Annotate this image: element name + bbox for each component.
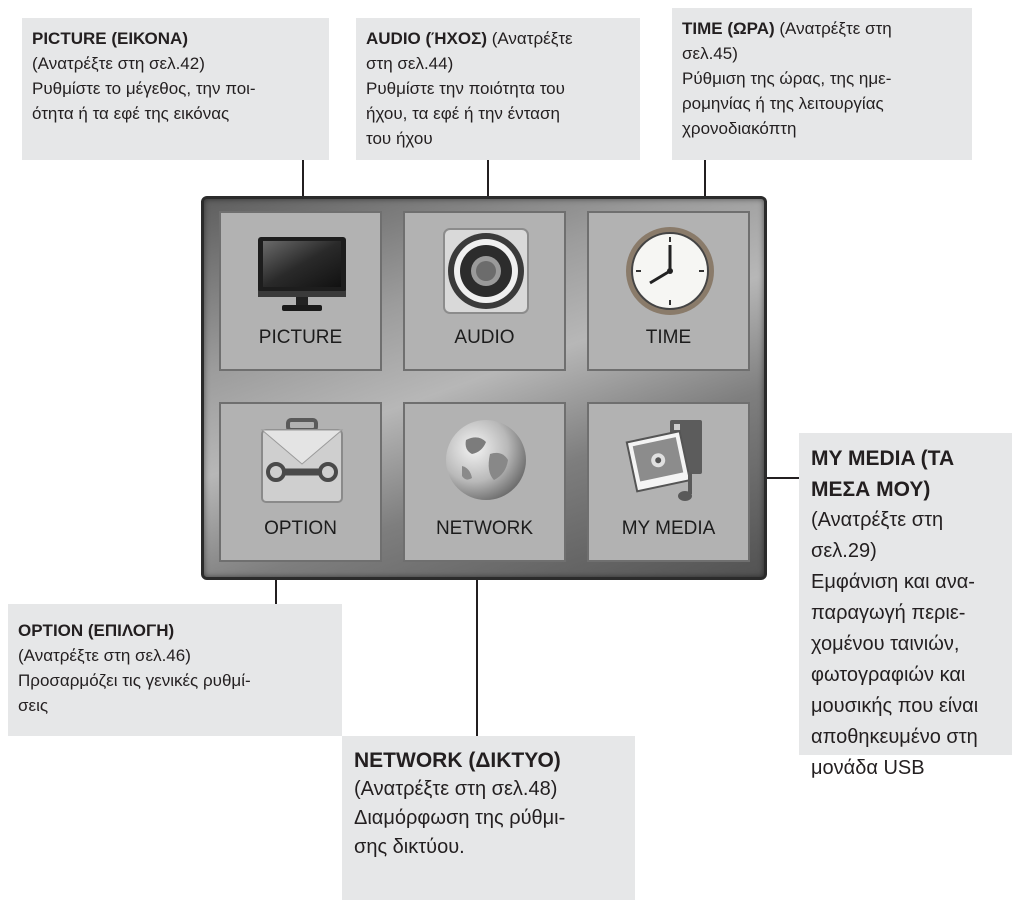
toolbox-icon <box>260 418 344 503</box>
menu-tile-option-label: OPTION <box>264 518 337 539</box>
time-connector <box>704 160 706 210</box>
menu-tile-network-label: NETWORK <box>435 518 534 539</box>
media-icon <box>625 420 702 501</box>
network-callout-title: NETWORK (ΔΙΚΤΥΟ) <box>354 749 561 772</box>
audio-callout-ref-2: στη σελ.44) <box>366 54 454 73</box>
network-connector <box>476 564 478 738</box>
menu-tile-audio[interactable]: AUDIO <box>403 211 566 371</box>
picture-callout-title: PICTURE (ΕΙΚΟΝΑ) <box>32 29 188 48</box>
time-callout-desc-3: χρονοδιακόπτη <box>682 119 797 138</box>
audio-callout-desc-2: ήχου, τα εφέ ή την ένταση <box>366 104 560 123</box>
audio-callout-desc-3: του ήχου <box>366 129 433 148</box>
mymedia-callout-desc-6: αποθηκευμένο στη <box>811 726 978 748</box>
mymedia-callout-ref-2: σελ.29) <box>811 540 877 562</box>
option-callout: OPTION (ΕΠΙΛΟΓΗ) (Ανατρέξτε στη σελ.46) … <box>8 604 342 736</box>
mymedia-callout-title-1: MY MEDIA (ΤΑ <box>811 447 955 470</box>
time-callout-ref: (Ανατρέξτε στη <box>779 19 892 38</box>
picture-callout-ref: (Ανατρέξτε στη σελ.42) <box>32 54 205 73</box>
speaker-icon <box>443 228 529 314</box>
menu-tile-audio-label: AUDIO <box>454 327 515 348</box>
mymedia-callout-desc-2: παραγωγή περιε- <box>811 602 966 624</box>
menu-tile-time-label: TIME <box>645 327 692 348</box>
mymedia-callout: MY MEDIA (ΤΑ ΜΕΣΑ ΜΟΥ) (Ανατρέξτε στη σε… <box>799 433 1012 779</box>
option-callout-desc-2: σεις <box>18 696 49 715</box>
globe-icon <box>446 420 526 500</box>
clock-icon <box>626 227 714 315</box>
picture-connector <box>302 160 304 210</box>
audio-connector <box>487 160 489 210</box>
menu-tile-option[interactable]: OPTION <box>219 402 382 562</box>
audio-callout: AUDIO (ΉΧΟΣ) (Ανατρέξτε στη σελ.44) Ρυθμ… <box>356 18 640 160</box>
picture-callout-desc-1: Ρυθμίστε το μέγεθος, την ποι- <box>32 79 256 98</box>
menu-tile-picture-label: PICTURE <box>258 327 343 348</box>
mymedia-callout-desc-5: μουσικής που είναι <box>811 695 979 717</box>
tv-icon <box>258 237 346 311</box>
mymedia-callout-ref-1: (Ανατρέξτε στη <box>811 509 944 531</box>
time-callout-desc-2: ρομηνίας ή της λειτουργίας <box>682 94 884 113</box>
mymedia-callout-desc-7: μονάδα USB <box>811 757 925 779</box>
network-callout: NETWORK (ΔΙΚΤΥΟ) (Ανατρέξτε στη σελ.48) … <box>342 736 635 900</box>
menu-tile-my-media[interactable]: MY MEDIA <box>587 402 750 562</box>
picture-callout: PICTURE (ΕΙΚΟΝΑ) (Ανατρέξτε στη σελ.42) … <box>22 18 329 160</box>
audio-callout-desc-1: Ρυθμίστε την ποιότητα του <box>366 79 565 98</box>
time-callout: TIME (ΩΡΑ) (Ανατρέξτε στη σελ.45) Ρύθμισ… <box>672 8 972 160</box>
option-callout-desc-1: Προσαρμόζει τις γενικές ρυθμί- <box>18 671 251 690</box>
time-callout-ref-2: σελ.45) <box>682 44 738 63</box>
time-callout-title: TIME (ΩΡΑ) <box>682 19 775 38</box>
network-callout-ref: (Ανατρέξτε στη σελ.48) <box>354 778 558 800</box>
time-callout-desc-1: Ρύθμιση της ώρας, της ημε- <box>682 69 892 88</box>
network-callout-desc-1: Διαμόρφωση της ρύθμι- <box>354 807 566 829</box>
menu-tile-network[interactable]: NETWORK <box>403 402 566 562</box>
main-menu-panel: PICTURE AUDIO TIME <box>201 196 767 580</box>
mymedia-callout-desc-4: φωτογραφιών και <box>811 664 966 686</box>
option-callout-ref: (Ανατρέξτε στη σελ.46) <box>18 646 191 665</box>
mymedia-callout-desc-3: χομένου ταινιών, <box>811 633 960 655</box>
network-callout-desc-2: σης δικτύου. <box>354 836 465 858</box>
picture-callout-desc-2: ότητα ή τα εφέ της εικόνας <box>32 104 230 123</box>
menu-tile-picture[interactable]: PICTURE <box>219 211 382 371</box>
audio-callout-title: AUDIO (ΉΧΟΣ) <box>366 29 487 48</box>
option-callout-title: OPTION (ΕΠΙΛΟΓΗ) <box>18 621 175 640</box>
option-connector <box>275 564 277 606</box>
mymedia-callout-desc-1: Εμφάνιση και ανα- <box>811 571 975 593</box>
mymedia-connector <box>744 477 800 479</box>
mymedia-callout-title-2: ΜΕΣΑ ΜΟΥ) <box>811 478 931 501</box>
menu-tile-my-media-label: MY MEDIA <box>621 518 716 539</box>
audio-callout-ref: (Ανατρέξτε <box>491 29 573 48</box>
menu-tile-time[interactable]: TIME <box>587 211 750 371</box>
